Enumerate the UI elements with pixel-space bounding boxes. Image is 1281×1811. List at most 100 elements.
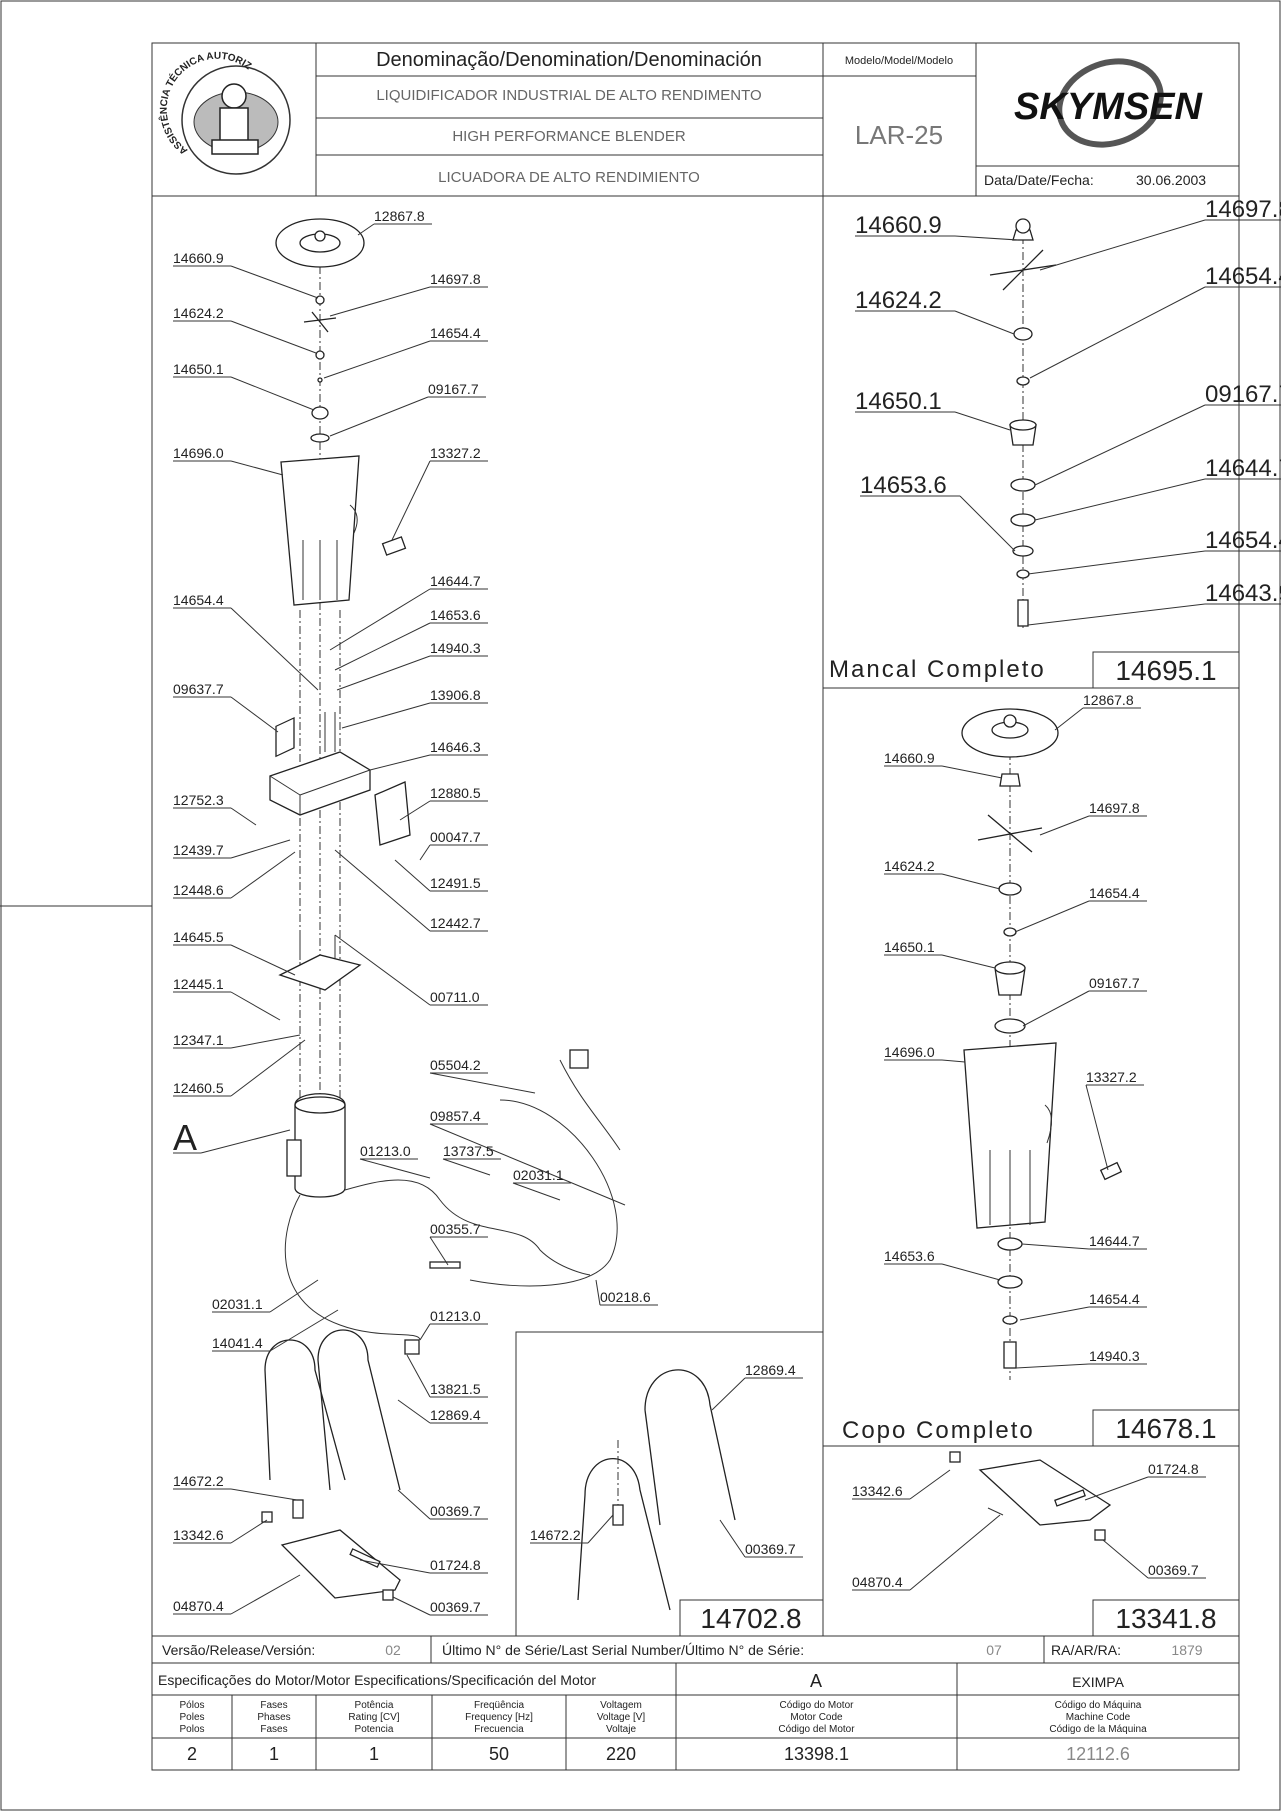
leader-line [269,1309,339,1352]
part-label: 12460.5 [173,1080,224,1096]
leader-line [230,807,257,826]
part-label: A [173,1117,197,1158]
leader-line [1029,286,1206,379]
motor-spec-header: Voltagem [600,1700,642,1711]
part-label: 14654.4 [430,325,481,341]
leader-line [941,1263,1001,1281]
part-label: 14696.0 [173,445,224,461]
leader-line [230,1039,306,1097]
leader-line [392,1596,431,1616]
part-label: 14654.4 [1205,527,1281,554]
motor-spec-header: Motor Code [790,1712,843,1723]
main-part-labels: 12867.814660.914697.814624.214654.414650… [173,208,658,1616]
part-label: 05504.2 [430,1057,481,1073]
part-label: 04870.4 [852,1574,903,1590]
leader-line [429,1123,626,1206]
part-label: 09167.7 [428,381,479,397]
leader-line [230,376,315,411]
part-label: 12867.8 [1083,692,1134,708]
part-label: 00218.6 [600,1289,651,1305]
leader-line [1019,1306,1090,1321]
motor-spec-value: 12112.6 [1066,1744,1130,1764]
motor-spec-value: 50 [489,1744,509,1764]
leader-line [269,1279,319,1313]
leader-line [323,340,431,379]
copo-exploded-view [961,708,1123,1380]
part-label: 14940.3 [430,640,481,656]
leader-line [595,1279,601,1306]
part-label: 09637.7 [173,681,224,697]
part-label: 13906.8 [430,687,481,703]
motor-spec-value: 1 [369,1744,379,1764]
mancal-exploded-view [989,218,1057,630]
part-label: 14644.7 [430,573,481,589]
part-label: 14653.6 [860,472,947,499]
motor-spec-value: 220 [606,1744,636,1764]
leader-line [429,1072,536,1094]
leader-line [954,310,1015,335]
product-name-es: LICUADORA DE ALTO RENDIMIENTO [438,169,700,186]
motor-spec-title: Especificações do Motor/Motor Especifica… [158,1672,596,1688]
part-label: 01724.8 [1148,1461,1199,1477]
leader-line [230,460,284,476]
leader-line [329,588,431,651]
leader-line [230,991,281,1021]
part-label: 12491.5 [430,875,481,891]
leader-line [719,1519,746,1558]
part-label: 14624.2 [884,858,935,874]
part-label: 13342.6 [173,1527,224,1543]
leader-line [959,495,1016,552]
leader-line [909,1469,951,1500]
leader-line [1014,900,1090,933]
motor-spec-header: Phases [257,1712,290,1723]
motor-spec-header: Voltage [V] [597,1712,646,1723]
model-value: LAR-25 [855,120,943,150]
part-label: 00369.7 [745,1541,796,1557]
skymsen-logo: SKYMSEN [1014,58,1204,148]
part-label: 12347.1 [173,1032,224,1048]
leader-line [397,1399,431,1424]
part-label: 14672.2 [530,1527,581,1543]
model-label: Modelo/Model/Modelo [845,55,953,67]
part-label: 14654.4 [1205,263,1281,290]
leader-line [334,849,431,932]
leader-line [954,411,1011,431]
leader-line [512,1182,561,1201]
motor-spec-value: 1 [269,1744,279,1764]
leader-line [230,1488,298,1501]
leader-line [711,1377,746,1411]
version-value: 02 [385,1642,401,1658]
denomination-heading: Denominação/Denomination/Denominación [376,49,762,71]
motor-spec-header: Código do Motor [780,1700,855,1711]
leader-line [909,1514,1001,1591]
leader-line [954,235,1019,241]
leader-line [1022,990,1090,1027]
leader-line [442,1158,491,1176]
leader-line [230,1574,301,1615]
leader-line [329,396,429,437]
part-label: 00047.7 [430,829,481,845]
part-label: 14654.4 [173,592,224,608]
leader-line [1015,1363,1090,1369]
part-label: 14672.2 [173,1473,224,1489]
part-label: 12439.7 [173,842,224,858]
ra-value: 1879 [1171,1642,1202,1658]
motor-spec-header: Polos [179,1724,204,1735]
motor-spec-header: Freqüência [474,1700,524,1711]
part-label: 14660.9 [884,750,935,766]
leader-line [230,696,279,733]
part-label: 12752.3 [173,792,224,808]
part-label: 12869.4 [430,1407,481,1423]
part-label: 14653.6 [884,1248,935,1264]
leader-line [1039,219,1206,271]
part-label: 14650.1 [884,939,935,955]
title-block: ASSISTÊNCIA TÉCNICA AUTORIZADA Denominaç… [0,0,1239,197]
part-label: 14660.9 [855,212,942,239]
leader-line [419,1323,431,1341]
part-label: 09167.7 [1089,975,1140,991]
part-label: 14643.9 [1205,580,1281,607]
motor-letter: A [810,1671,822,1691]
copo-part-labels: 12867.814660.914697.814624.214654.414650… [884,692,1147,1369]
